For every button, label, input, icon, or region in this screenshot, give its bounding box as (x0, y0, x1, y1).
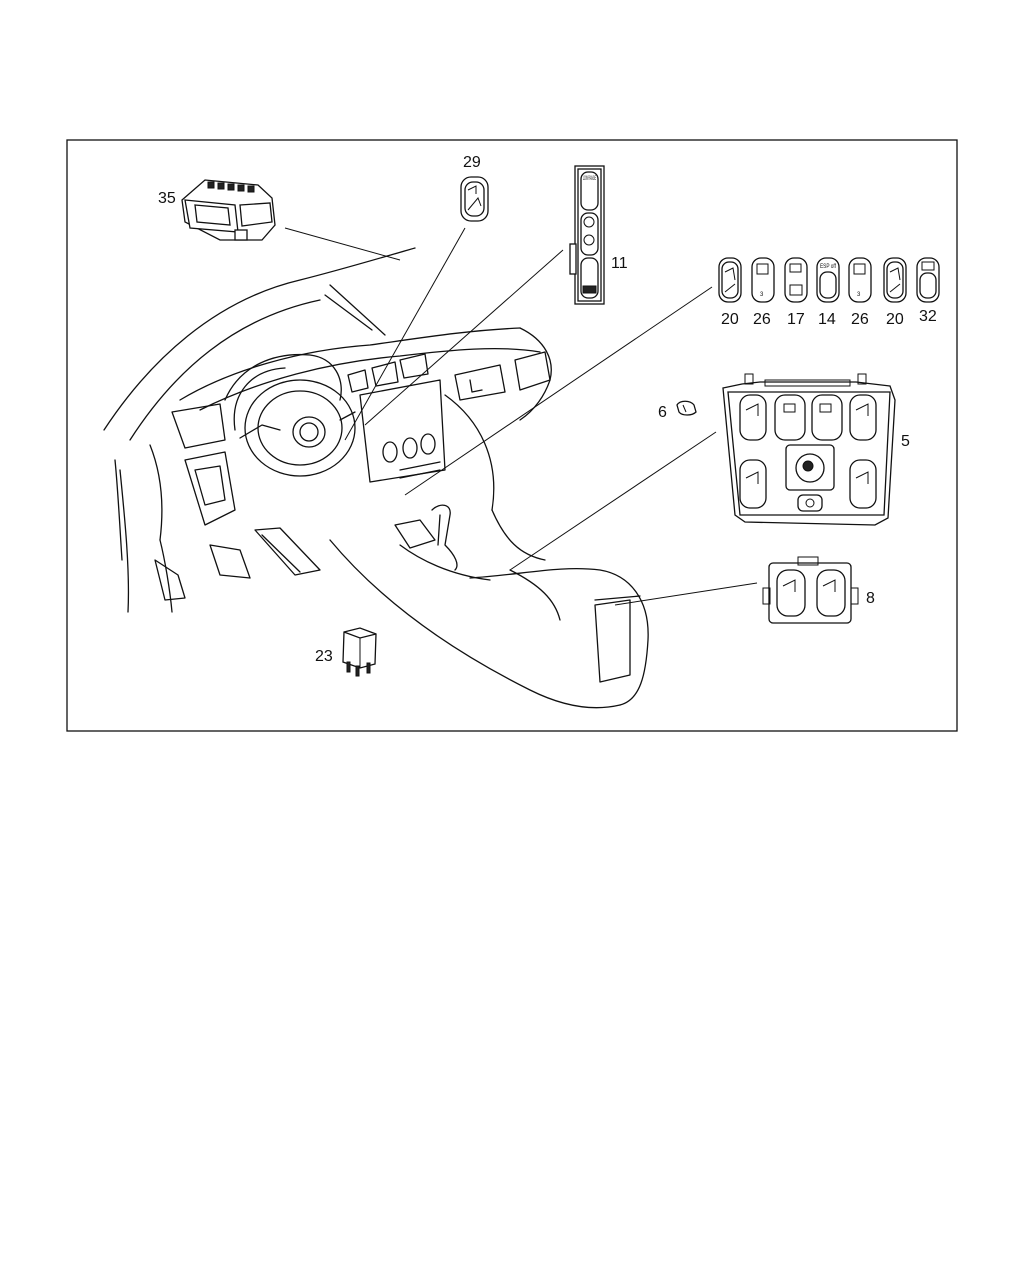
callout-row-14: 14 (818, 311, 836, 328)
part-6-bulb (676, 400, 697, 416)
callout-row-20a: 20 (721, 311, 739, 328)
switch-20-right (883, 257, 907, 303)
callout-row-17: 17 (787, 311, 805, 328)
low-range-label: LOW RANGE (583, 176, 596, 182)
callout-8: 8 (866, 590, 875, 607)
part-8-switch-unit (762, 556, 859, 624)
callout-row-26a: 26 (753, 311, 771, 328)
callout-6: 6 (658, 404, 667, 421)
leader-lines (284, 227, 758, 606)
part-29-switch (460, 176, 489, 222)
switch-14-esp: ESP off (816, 257, 840, 303)
switch-17 (784, 257, 808, 303)
switch-26-right: 3 (848, 257, 872, 303)
switch-26-left: 3 (751, 257, 775, 303)
switch-3-label-b: 3 (857, 292, 861, 298)
callout-5: 5 (901, 433, 910, 450)
callout-35: 35 (158, 190, 176, 207)
callout-23: 23 (315, 648, 333, 665)
callout-row-32: 32 (919, 308, 937, 325)
part-11-switch-strip: LOW RANGE (569, 165, 605, 305)
callout-labels: 35 29 11 6 5 8 23 20 26 17 14 26 20 32 (158, 154, 937, 665)
part-5-switch-panel (722, 373, 896, 526)
switch-3-label-a: 3 (760, 292, 764, 298)
callout-29: 29 (463, 154, 481, 171)
callout-row-20b: 20 (886, 311, 904, 328)
diagram-frame (66, 139, 958, 732)
part-35-module (181, 179, 276, 241)
switch-row: 3 ESP off 3 (718, 257, 940, 303)
dashboard-illustration (103, 247, 649, 709)
callout-row-26b: 26 (851, 311, 869, 328)
switch-32 (916, 257, 940, 303)
switch-20-left (718, 257, 742, 303)
part-23-relay (342, 627, 377, 677)
esp-off-label: ESP off (820, 264, 836, 270)
callout-11: 11 (611, 255, 628, 272)
